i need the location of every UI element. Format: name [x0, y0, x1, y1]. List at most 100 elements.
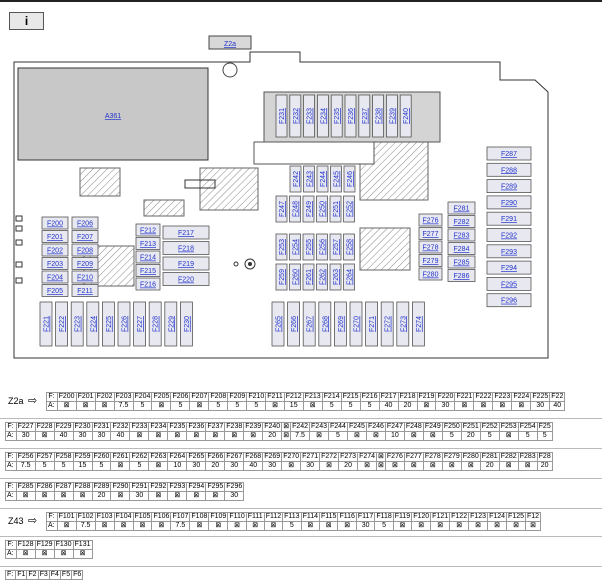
fuse-f227[interactable]: F227	[133, 301, 147, 347]
fuse-f224[interactable]: F224	[86, 301, 100, 347]
fuse-f287[interactable]: F287	[486, 146, 532, 161]
info-button[interactable]: i	[9, 12, 44, 30]
fuse-f207[interactable]: F207	[71, 230, 99, 243]
fuse-f272[interactable]: F272	[380, 301, 394, 347]
fuse-f248[interactable]: F248	[289, 195, 301, 223]
fuse-f223[interactable]: F223	[70, 301, 84, 347]
fuse-f284[interactable]: F284	[447, 242, 476, 255]
fuse-f229[interactable]: F229	[164, 301, 178, 347]
fuse-f225[interactable]: F225	[102, 301, 115, 347]
fuse-f296[interactable]: F296	[486, 293, 532, 308]
fuse-f201[interactable]: F201	[41, 230, 69, 243]
fuse-f290[interactable]: F290	[486, 195, 532, 210]
fuse-f204[interactable]: F204	[41, 270, 69, 284]
fuse-f234[interactable]: F234	[316, 94, 329, 138]
fuse-f212[interactable]: F212	[135, 223, 161, 237]
fuse-id-cell: F210	[246, 392, 267, 402]
fuse-f200[interactable]: F200	[41, 216, 69, 230]
fuse-f294[interactable]: F294	[486, 260, 532, 275]
fuse-f295[interactable]: F295	[486, 276, 532, 291]
fuse-f282[interactable]: F282	[447, 215, 476, 228]
fuse-f215[interactable]: F215	[135, 264, 161, 277]
fuse-f270[interactable]: F270	[349, 301, 363, 347]
fuse-f249[interactable]: F249	[302, 195, 315, 223]
fuse-f205[interactable]: F205	[41, 284, 69, 297]
fuse-label: F272	[385, 316, 392, 332]
fuse-f250[interactable]: F250	[316, 195, 328, 223]
fuse-f293[interactable]: F293	[486, 244, 532, 259]
fuse-f285[interactable]: F285	[447, 255, 476, 269]
fuse-f268[interactable]: F268	[318, 301, 332, 347]
fuse-f264[interactable]: F264	[343, 263, 355, 291]
fuse-f288[interactable]: F288	[486, 162, 532, 177]
fuse-f216[interactable]: F216	[135, 277, 161, 291]
fuse-f278[interactable]: F278	[418, 240, 443, 254]
fuse-f235[interactable]: F235	[330, 94, 343, 138]
fuse-f274[interactable]: F274	[411, 301, 425, 347]
fuse-f203[interactable]: F203	[41, 257, 69, 270]
fuse-f247[interactable]: F247	[275, 195, 288, 223]
fuse-f209[interactable]: F209	[71, 257, 99, 270]
fuse-f276[interactable]: F276	[418, 213, 443, 227]
fuse-f218[interactable]: F218	[162, 241, 210, 255]
fuse-f243[interactable]: F243	[303, 165, 315, 193]
fuse-f267[interactable]: F267	[302, 301, 316, 347]
z2a-tag[interactable]: Z2a	[224, 41, 236, 48]
fuse-f208[interactable]: F208	[71, 243, 99, 257]
fuse-f254[interactable]: F254	[289, 233, 301, 261]
fuse-f269[interactable]: F269	[333, 301, 347, 347]
fuse-f258[interactable]: F258	[343, 233, 355, 261]
fuse-f206[interactable]: F206	[71, 216, 99, 230]
fuse-f239[interactable]: F239	[385, 94, 398, 138]
fuse-f253[interactable]: F253	[275, 233, 288, 261]
a361-label[interactable]: A361	[105, 113, 121, 120]
fuse-f220[interactable]: F220	[162, 272, 210, 286]
fuse-f271[interactable]: F271	[365, 301, 379, 347]
fuse-f240[interactable]: F240	[399, 94, 412, 138]
fuse-f228[interactable]: F228	[148, 301, 162, 347]
fuse-f266[interactable]: F266	[287, 301, 301, 347]
fuse-f257[interactable]: F257	[329, 233, 342, 261]
fuse-f289[interactable]: F289	[486, 179, 532, 194]
fuse-f280[interactable]: F280	[418, 267, 443, 281]
fuse-f259[interactable]: F259	[275, 263, 288, 291]
fuse-f226[interactable]: F226	[117, 301, 131, 347]
fuse-f263[interactable]: F263	[329, 263, 342, 291]
fuse-f210[interactable]: F210	[71, 270, 99, 284]
fuse-f252[interactable]: F252	[343, 195, 355, 223]
fuse-f217[interactable]: F217	[162, 225, 210, 240]
fuse-f236[interactable]: F236	[344, 94, 357, 138]
fuse-f221[interactable]: F221	[39, 301, 53, 347]
fuse-f262[interactable]: F262	[316, 263, 328, 291]
fuse-f244[interactable]: F244	[316, 165, 329, 193]
fuse-f222[interactable]: F222	[55, 301, 68, 347]
fuse-f214[interactable]: F214	[135, 250, 161, 264]
fuse-f260[interactable]: F260	[289, 263, 301, 291]
fuse-f246[interactable]: F246	[343, 165, 356, 193]
fuse-f232[interactable]: F232	[289, 94, 302, 138]
fuse-f265[interactable]: F265	[271, 301, 285, 347]
fuse-f291[interactable]: F291	[486, 211, 532, 226]
fuse-f256[interactable]: F256	[316, 233, 328, 261]
fuse-f279[interactable]: F279	[418, 254, 443, 267]
fuse-f255[interactable]: F255	[302, 233, 315, 261]
fuse-f277[interactable]: F277	[418, 227, 443, 240]
fuse-f292[interactable]: F292	[486, 228, 532, 242]
fuse-f245[interactable]: F245	[330, 165, 342, 193]
fuse-f237[interactable]: F237	[358, 94, 371, 138]
fuse-f283[interactable]: F283	[447, 228, 476, 242]
fuse-f281[interactable]: F281	[447, 201, 476, 215]
fuse-f211[interactable]: F211	[71, 284, 99, 297]
fuse-f238[interactable]: F238	[372, 94, 385, 138]
fuse-f231[interactable]: F231	[275, 94, 288, 138]
fuse-f213[interactable]: F213	[135, 237, 161, 250]
fuse-f219[interactable]: F219	[162, 256, 210, 271]
fuse-f251[interactable]: F251	[329, 195, 342, 223]
fuse-f273[interactable]: F273	[396, 301, 410, 347]
fuse-f261[interactable]: F261	[302, 263, 315, 291]
fuse-f230[interactable]: F230	[179, 301, 193, 347]
fuse-f233[interactable]: F233	[303, 94, 316, 138]
fuse-f286[interactable]: F286	[447, 269, 476, 282]
fuse-f242[interactable]: F242	[289, 165, 302, 193]
fuse-f202[interactable]: F202	[41, 243, 69, 257]
